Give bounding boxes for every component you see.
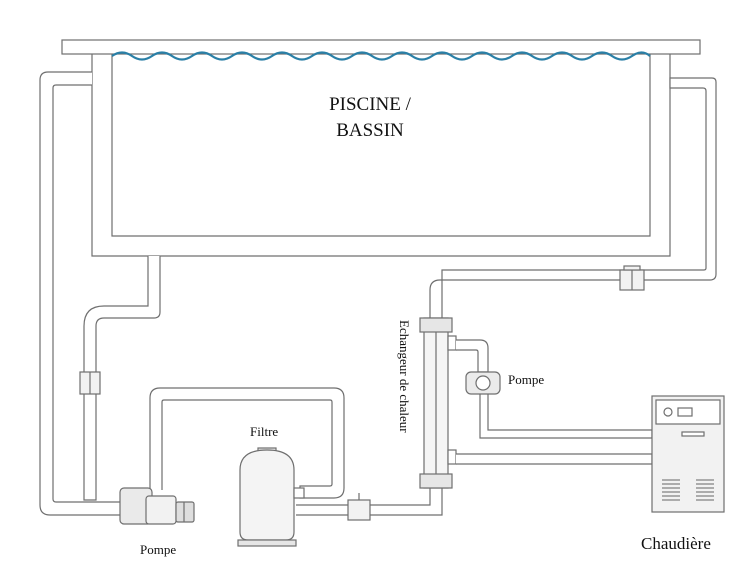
exchanger-return-pipe bbox=[429, 77, 717, 318]
circulator-pump-label: Pompe bbox=[508, 372, 545, 387]
heat-exchanger bbox=[419, 317, 457, 489]
boiler bbox=[651, 395, 725, 513]
boiler-label: Chaudière bbox=[641, 534, 711, 553]
boiler-circuit bbox=[456, 339, 653, 465]
sand-filter bbox=[237, 447, 305, 547]
filter-label: Filtre bbox=[250, 424, 279, 439]
pool-label: PISCINE / BASSIN bbox=[280, 92, 460, 144]
drain-pipe bbox=[79, 256, 161, 501]
pool-label-line1: PISCINE / bbox=[329, 94, 411, 115]
outlet-valve bbox=[347, 499, 371, 521]
pool-label-line2: BASSIN bbox=[336, 120, 404, 141]
pool-basin bbox=[61, 39, 701, 257]
pool-pump-label: Pompe bbox=[140, 542, 177, 557]
pool-pump bbox=[119, 487, 195, 525]
heat-exchanger-label: Echangeur de chaleur bbox=[397, 320, 412, 433]
water-surface bbox=[111, 51, 651, 61]
